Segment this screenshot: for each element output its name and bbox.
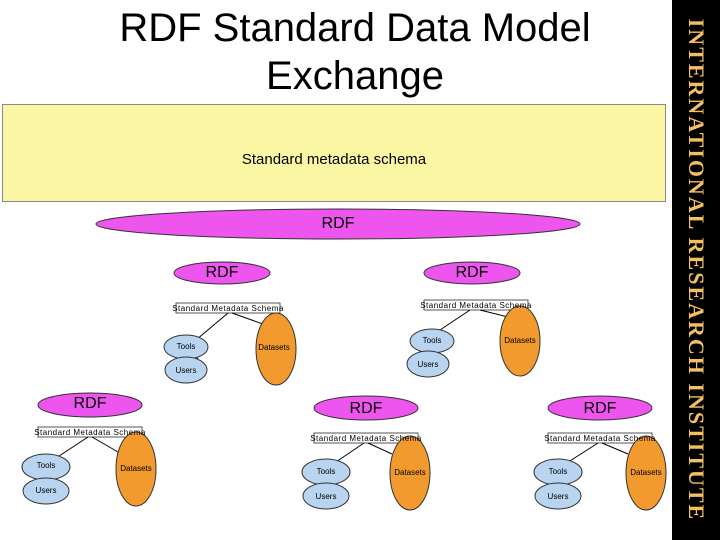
datasets-node-bottom-right [625,435,667,511]
rdf-label-bottom-left: RDF [73,395,107,412]
rdf-ellipse-right [423,261,521,285]
tools-label-right: Tools [422,336,442,345]
tools-label-bottom-center: Tools [316,467,336,476]
datasets-node-bottom-left [115,431,157,507]
schema-label-bottom-left: Standard Metadata Schema [34,428,146,437]
users-node-bottom-right [534,482,582,510]
datasets-node-right [499,305,541,377]
datasets-label-bottom-right: Datasets [630,468,662,477]
link [436,309,471,333]
tools-label-bottom-right: Tools [548,467,568,476]
users-node-left [164,356,208,384]
link [195,312,229,341]
metadata-schema-box: Standard metadata schema [2,104,666,202]
link [601,442,629,455]
rdf-ellipse-left [173,261,271,285]
users-node-right [406,350,450,378]
link [91,436,119,453]
rdf-label-right: RDF [455,264,489,281]
schema-box-right [423,299,529,311]
users-node-bottom-center [302,482,350,510]
rdf-ellipse-bottom-right [547,395,653,421]
page-title: RDF Standard Data Model Exchange [60,4,650,100]
datasets-label-left: Datasets [258,343,290,352]
datasets-node-left [255,312,297,386]
datasets-label-right: Datasets [504,336,536,345]
rdf-label-left: RDF [205,264,239,281]
central-rdf-ellipse [95,208,581,240]
users-label-bottom-right: Users [547,492,569,501]
datasets-label-bottom-left: Datasets [120,464,152,473]
schema-box-bottom-left [37,426,143,438]
metadata-schema-label: Standard metadata schema [241,151,427,168]
schema-label-right: Standard Metadata Schema [420,301,532,310]
schema-label-left: Standard Metadata Schema [172,304,284,313]
schema-label-bottom-right: Standard Metadata Schema [544,434,656,443]
rdf-label-bottom-right: RDF [583,400,617,417]
schema-box-bottom-center [313,432,419,444]
rdf-ellipse-bottom-left [37,392,143,418]
sidebar-banner [672,0,720,540]
title-line-2: Exchange [266,54,444,98]
users-label-right: Users [417,360,439,369]
datasets-node-bottom-center [389,435,431,511]
link [367,442,393,455]
datasets-label-bottom-center: Datasets [394,468,426,477]
schema-label-bottom-center: Standard Metadata Schema [310,434,422,443]
users-label-bottom-center: Users [315,492,337,501]
users-label-left: Users [175,366,197,375]
users-node-bottom-left [22,477,70,505]
rdf-label-bottom-center: RDF [349,400,383,417]
title-line-1: RDF Standard Data Model [119,6,591,50]
users-label-bottom-left: Users [35,486,57,495]
central-rdf-label: RDF [321,215,355,232]
rdf-ellipse-bottom-center [313,395,419,421]
tools-label-bottom-left: Tools [36,461,56,470]
tools-label-left: Tools [176,342,196,351]
